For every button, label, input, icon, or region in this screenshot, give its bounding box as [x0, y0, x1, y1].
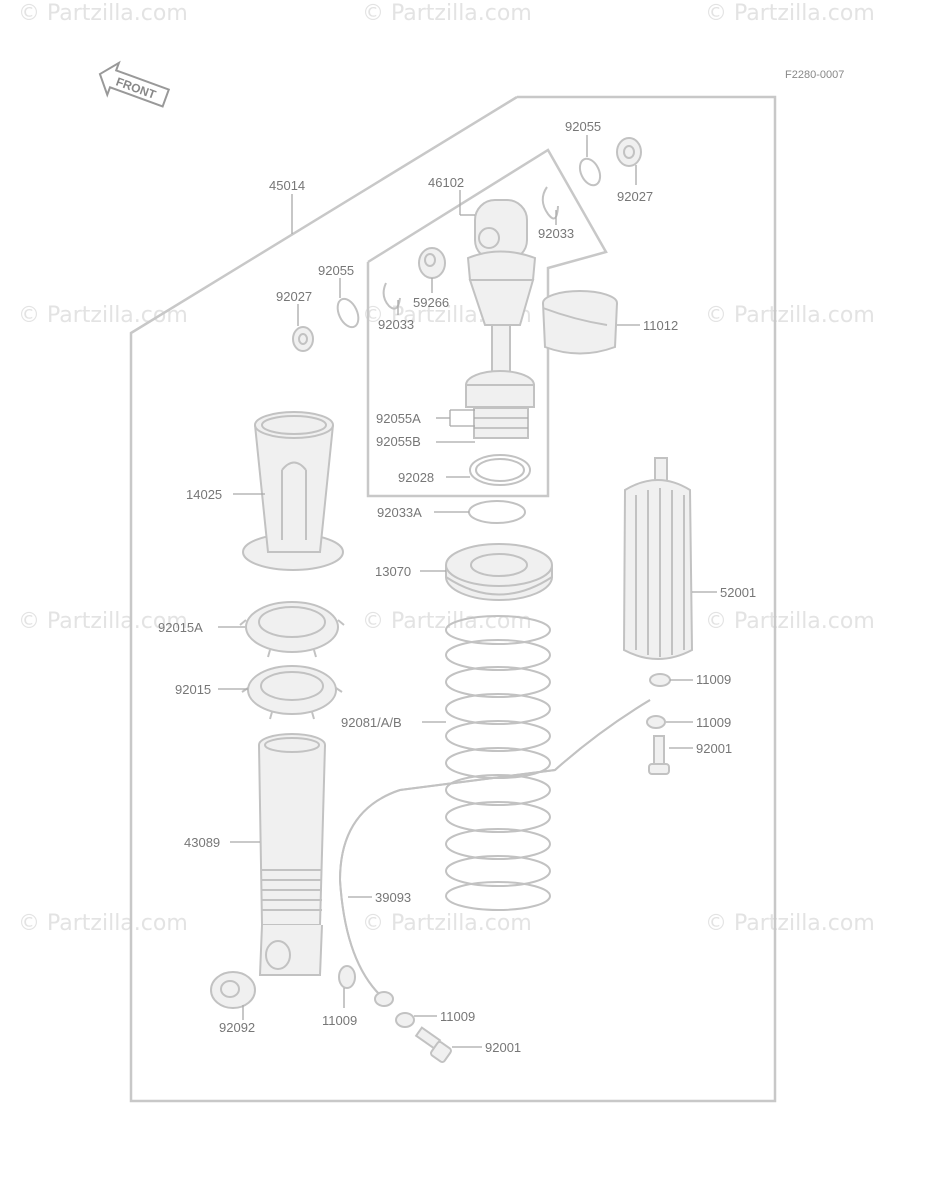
reservoir-52001 [622, 457, 694, 660]
damper-body-46102 [465, 199, 537, 439]
part-label-92015A: 92015A [158, 620, 203, 635]
hose-39093 [338, 699, 651, 996]
part-label-11009-d: 11009 [440, 1009, 475, 1024]
part-label-39093: 39093 [375, 890, 411, 905]
bolt-92001 [414, 1026, 452, 1063]
part-label-92001-a: 92001 [696, 741, 732, 756]
part-label-92055-top: 92055 [565, 119, 601, 134]
sleeve-11012 [542, 290, 618, 355]
part-label-92015: 92015 [175, 682, 211, 697]
front-arrow-icon: FRONT [98, 60, 171, 108]
part-label-11009-a: 11009 [696, 672, 731, 687]
part-label-13070: 13070 [375, 564, 411, 579]
part-label-43089: 43089 [184, 835, 220, 850]
part-label-11012: 11012 [643, 318, 678, 333]
part-label-92033A: 92033A [377, 505, 422, 520]
bushing-92092 [210, 971, 256, 1009]
locknut-92015A [239, 601, 345, 658]
watermark: © Partzilla.com [18, 303, 188, 328]
watermark: © Partzilla.com [705, 609, 875, 634]
watermark: © Partzilla.com [18, 911, 188, 936]
subassembly-frame [366, 148, 608, 498]
part-label-11009-c: 11009 [322, 1013, 357, 1028]
watermark: © Partzilla.com [705, 303, 875, 328]
bushing-92027 [616, 137, 642, 167]
coil-spring-92081 [445, 615, 551, 911]
watermark: © Partzilla.com [705, 1, 875, 26]
part-label-92055A: 92055A [376, 411, 421, 426]
ring-92033A [468, 500, 526, 524]
watermark: © Partzilla.com [18, 1, 188, 26]
part-label-92001-b: 92001 [485, 1040, 521, 1055]
washer-11009 [338, 965, 356, 989]
washer-11009 [646, 715, 666, 729]
part-label-92055-left: 92055 [318, 263, 354, 278]
part-label-59266: 59266 [413, 295, 449, 310]
part-label-92027-top: 92027 [617, 189, 653, 204]
part-label-45014: 45014 [269, 178, 305, 193]
part-label-92033-mid: 92033 [378, 317, 414, 332]
shock-body-43089 [258, 733, 326, 976]
washer-11009 [395, 1012, 415, 1028]
part-label-52001: 52001 [720, 585, 756, 600]
part-label-92092: 92092 [219, 1020, 255, 1035]
part-label-92033-top: 92033 [538, 226, 574, 241]
part-label-92055B: 92055B [376, 434, 421, 449]
part-label-92027-left: 92027 [276, 289, 312, 304]
spring-seat-13070 [445, 543, 553, 601]
ring-92028 [469, 454, 531, 486]
spring-guide-14025 [242, 411, 344, 571]
part-label-11009-b: 11009 [696, 715, 731, 730]
part-label-92028: 92028 [398, 470, 434, 485]
bushing-92027 [292, 326, 314, 352]
part-label-92081: 92081/A/B [341, 715, 402, 730]
watermark: © Partzilla.com [362, 1, 532, 26]
bushing-59266 [418, 247, 446, 279]
watermark: © Partzilla.com [362, 911, 532, 936]
washer-92055 [578, 157, 602, 187]
figure-id: F2280-0007 [785, 69, 844, 81]
circlip-92033 [541, 186, 559, 220]
locknut-92015 [241, 665, 343, 720]
washer-11009 [649, 673, 671, 687]
watermark: © Partzilla.com [705, 911, 875, 936]
assembly-frame [129, 95, 777, 1103]
bolt-92001 [648, 735, 670, 775]
part-label-46102: 46102 [428, 175, 464, 190]
part-label-14025: 14025 [186, 487, 222, 502]
washer-92055 [336, 297, 360, 329]
watermark: © Partzilla.com [18, 609, 188, 634]
